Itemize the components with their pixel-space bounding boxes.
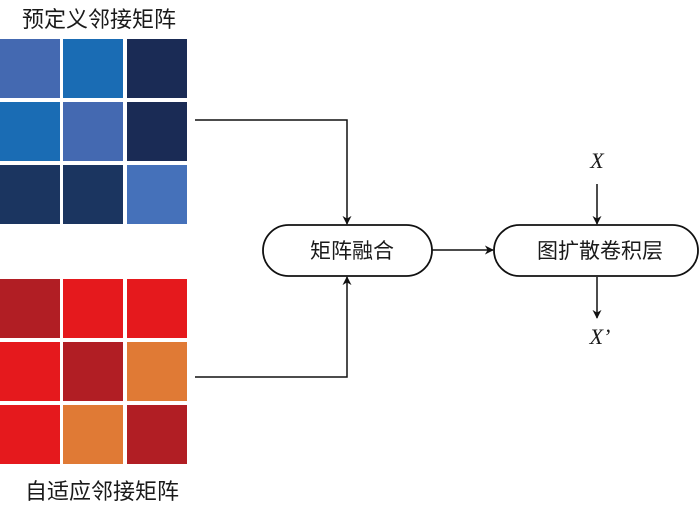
predefined-matrix-cell-2-0 (0, 165, 60, 224)
adaptive-matrix-cell-2-2 (127, 405, 187, 464)
predefined-matrix-cell-1-1 (63, 102, 123, 161)
adaptive-matrix-cell-2-0 (0, 405, 60, 464)
adaptive-matrix-title: 自适应邻接矩阵 (25, 480, 180, 505)
predefined-matrix-cell-1-0 (0, 102, 60, 161)
predefined-matrix-cell-0-0 (0, 39, 60, 98)
adaptive-matrix-cell-1-1 (63, 342, 123, 401)
adaptive-matrix-cell-0-1 (63, 279, 123, 338)
edge-predefined-to-fusion (195, 119, 352, 225)
predefined-matrix-cell-1-2 (127, 102, 187, 161)
adaptive-matrix-cell-1-2 (127, 342, 187, 401)
predefined-matrix-cell-2-1 (63, 165, 123, 224)
adaptive-matrix-cell-0-0 (0, 279, 60, 338)
predefined-matrix-cell-0-1 (63, 39, 123, 98)
predefined-matrix-cell-0-2 (127, 39, 187, 98)
fusion-node: 矩阵融合 (262, 224, 433, 277)
edge-adaptive-to-fusion (195, 276, 352, 378)
fusion-node-label: 矩阵融合 (310, 239, 394, 263)
adaptive-matrix-cell-1-0 (0, 342, 60, 401)
predefined-matrix-cell-2-2 (127, 165, 187, 224)
predefined-matrix-title: 预定义邻接矩阵 (22, 8, 177, 33)
gdc-layer-node: 图扩散卷积层 (493, 224, 699, 277)
output-variable-label: X’ (589, 324, 611, 349)
input-variable-label: X (589, 148, 605, 173)
adaptive-matrix-cell-2-1 (63, 405, 123, 464)
gdc-layer-node-label: 图扩散卷积层 (537, 239, 663, 263)
adaptive-matrix-cell-0-2 (127, 279, 187, 338)
